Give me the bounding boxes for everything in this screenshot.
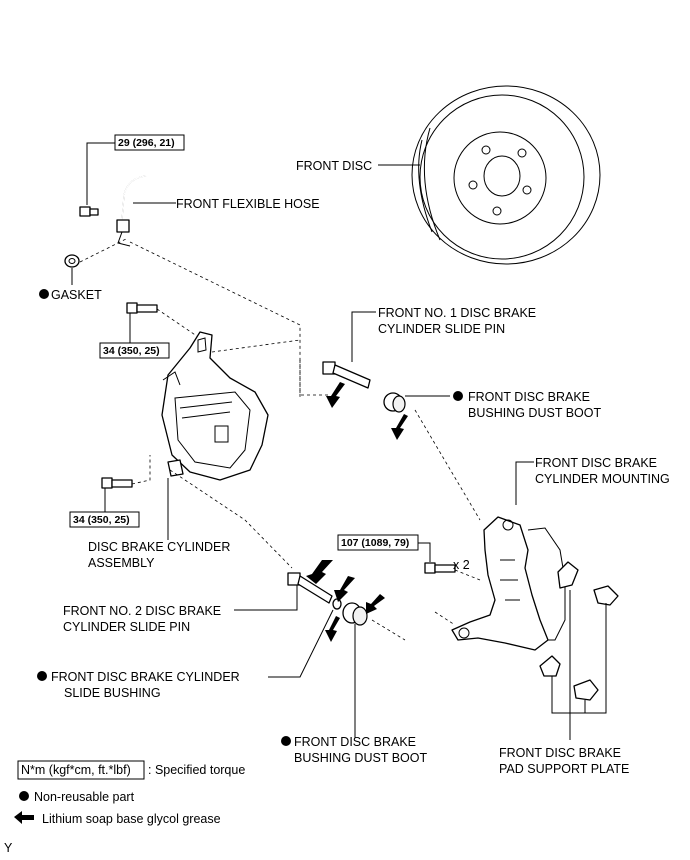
slide-pin-1-label-1: FRONT NO. 1 DISC BRAKE xyxy=(378,306,536,320)
slide-pin-2-label-2: CYLINDER SLIDE PIN xyxy=(63,620,190,634)
slide-pin-2-label-1: FRONT NO. 2 DISC BRAKE xyxy=(63,604,221,618)
cylinder-assembly-label-1: DISC BRAKE CYLINDER xyxy=(88,540,230,554)
legend-grease: Lithium soap base glycol grease xyxy=(42,812,221,826)
mounting-bolt-qty: x 2 xyxy=(453,558,470,572)
front-flexible-hose xyxy=(116,175,147,247)
slide-pin-1-label-2: CYLINDER SLIDE PIN xyxy=(378,322,505,336)
svg-text:34 (350, 25): 34 (350, 25) xyxy=(103,345,160,357)
slide-bushing xyxy=(332,598,342,610)
grease-arrow-icon xyxy=(306,560,333,584)
footer-code: Y xyxy=(4,841,13,855)
legend-non-reusable: Non-reusable part xyxy=(34,790,135,804)
grease-arrow-icon xyxy=(326,382,345,408)
legend: N*m (kgf*cm, ft.*lbf) : Specified torque… xyxy=(14,760,245,826)
mounting-torque-box: 107 (1089, 79) xyxy=(337,534,419,551)
cylinder-assembly-label-2: ASSEMBLY xyxy=(88,556,155,570)
dust-boot-upper xyxy=(383,392,406,413)
lower-bolt-torque-box: 34 (350, 25) xyxy=(69,511,140,528)
grease-arrow-icon xyxy=(325,616,340,642)
legend-torque-desc: : Specified torque xyxy=(148,763,245,777)
slide-bushing-label-1: FRONT DISC BRAKE CYLINDER xyxy=(51,670,240,684)
pad-support-plates xyxy=(539,561,619,701)
slide-bushing-label-2: SLIDE BUSHING xyxy=(64,686,161,700)
pad-support-label-1: FRONT DISC BRAKE xyxy=(499,746,621,760)
svg-text:107 (1089, 79): 107 (1089, 79) xyxy=(341,537,409,549)
mounting-bolt xyxy=(424,562,456,574)
gasket-label: GASKET xyxy=(51,288,102,302)
svg-text:29 (296, 21): 29 (296, 21) xyxy=(118,137,175,149)
front-disc-brake-cylinder-mounting xyxy=(451,516,566,651)
grease-arrow-icon xyxy=(334,576,355,602)
dust-boot-upper-label-1: FRONT DISC BRAKE xyxy=(468,390,590,404)
pad-support-label-2: PAD SUPPORT PLATE xyxy=(499,762,629,776)
dust-boot-lower-label-1: FRONT DISC BRAKE xyxy=(294,735,416,749)
grease-arrow-icon xyxy=(391,414,408,440)
front-flexible-hose-label: FRONT FLEXIBLE HOSE xyxy=(176,197,320,211)
dust-boot-upper-label-2: BUSHING DUST BOOT xyxy=(468,406,601,420)
gasket xyxy=(64,254,80,268)
grease-arrow-icon xyxy=(366,594,385,614)
filled-circle-icon xyxy=(453,391,463,401)
legend-torque-unit: N*m (kgf*cm, ft.*lbf) xyxy=(21,763,131,777)
lower-caliper-bolt xyxy=(101,477,133,489)
front-disc-label: FRONT DISC xyxy=(296,159,372,173)
hose-bolt xyxy=(79,206,99,217)
upper-bolt-torque-box: 34 (350, 25) xyxy=(99,342,170,359)
grease-arrow-icon xyxy=(14,811,34,824)
mounting-label-2: CYLINDER MOUNTING xyxy=(535,472,670,486)
hose-torque-box: 29 (296, 21) xyxy=(114,134,185,151)
dust-boot-lower-label-2: BUSHING DUST BOOT xyxy=(294,751,427,765)
filled-circle-icon xyxy=(19,791,29,801)
filled-circle-icon xyxy=(39,289,49,299)
dust-boot-lower xyxy=(342,602,368,626)
filled-circle-icon xyxy=(37,671,47,681)
disc-brake-cylinder-assembly xyxy=(161,331,269,481)
front-no1-slide-pin xyxy=(322,361,371,389)
front-no2-slide-pin xyxy=(287,572,333,604)
filled-circle-icon xyxy=(281,736,291,746)
front-disc xyxy=(411,85,601,265)
svg-text:34 (350, 25): 34 (350, 25) xyxy=(73,514,130,526)
mounting-label-1: FRONT DISC BRAKE xyxy=(535,456,657,470)
upper-caliper-bolt xyxy=(126,302,158,314)
